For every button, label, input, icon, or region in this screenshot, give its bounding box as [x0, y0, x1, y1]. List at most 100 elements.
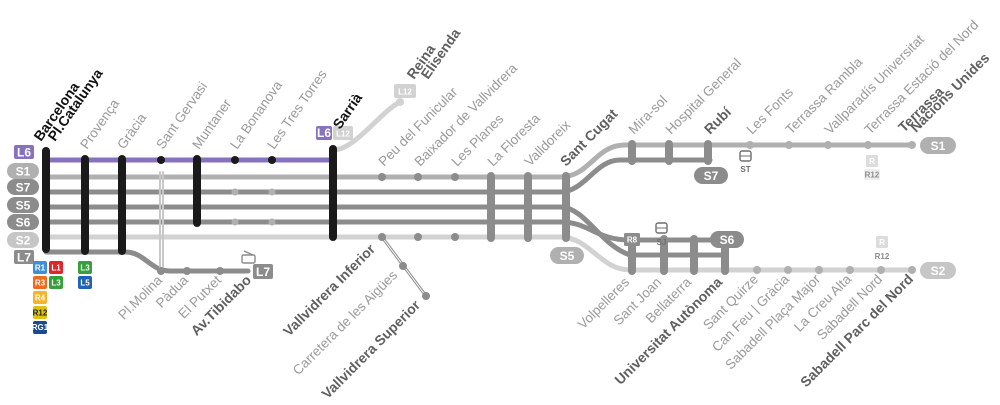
dot-les-fonts[interactable]	[746, 141, 754, 149]
label-terrassa-nu-2[interactable]: Nacions Unides	[907, 49, 993, 135]
label-vallvidrera-superior[interactable]: Vallvidrera Superior	[318, 296, 423, 401]
dot-can-feu[interactable]	[784, 266, 792, 274]
badge-s5-end[interactable]	[550, 247, 584, 264]
dot-les-planes[interactable]	[451, 173, 459, 181]
dot-reina-elisenda[interactable]	[396, 98, 404, 106]
transfer-l5-label: L5	[80, 279, 90, 288]
bar-muntaner[interactable]	[193, 155, 201, 227]
badge-l6-label: L6	[17, 146, 31, 160]
volpelleres-r8-badge[interactable]	[624, 233, 640, 246]
label-vallvidrera-inferior[interactable]: Vallvidrera Inferior	[280, 240, 379, 339]
transfer-r4[interactable]	[33, 291, 47, 304]
badge-s2-end-label: S2	[931, 264, 946, 278]
dot-vallvidrera-superior[interactable]	[422, 292, 430, 300]
transfer-l1-label: L1	[51, 264, 61, 273]
badge-l12-reina[interactable]	[394, 84, 416, 98]
dot-vallparadis[interactable]	[824, 141, 832, 149]
badge-s5[interactable]	[7, 197, 39, 213]
s2-track[interactable]	[43, 234, 915, 273]
badge-s1[interactable]	[7, 163, 39, 179]
l12-track[interactable]	[330, 99, 403, 153]
terrassa-r12-badge[interactable]	[864, 169, 880, 180]
bar-sant-joan[interactable]	[660, 235, 668, 275]
dot-sant-gervasi[interactable]	[157, 156, 165, 164]
dot-placa-major[interactable]	[815, 266, 823, 274]
bar-la-floresta[interactable]	[487, 172, 495, 242]
badge-s6[interactable]	[7, 214, 39, 230]
transfer-r12[interactable]	[33, 306, 47, 319]
bar-sant-cugat[interactable]	[562, 172, 570, 242]
label-gracia[interactable]: Gràcia	[114, 110, 149, 152]
bar-bellaterra[interactable]	[690, 235, 698, 275]
transfer-l1[interactable]	[49, 261, 63, 274]
label-mira-sol[interactable]: Mira-sol	[626, 93, 671, 138]
badge-l6-sarria-label: L6	[317, 126, 331, 140]
bus-icon-sant-joan	[655, 222, 668, 234]
badge-s2-label: S2	[16, 234, 31, 248]
dot-la-bonanova[interactable]	[231, 156, 239, 164]
terrassa-r-badge[interactable]	[866, 155, 878, 167]
s5-track[interactable]	[43, 204, 728, 258]
dot-peu-funicular[interactable]	[378, 173, 386, 181]
badge-s2-end[interactable]	[920, 262, 956, 279]
bar-sarria[interactable]	[329, 145, 337, 241]
transfer-l5[interactable]	[78, 276, 92, 289]
transfer-r1[interactable]	[33, 261, 47, 274]
sabadell-r12-label: R12	[875, 252, 890, 261]
transfer-l3-label: L3	[80, 264, 90, 273]
dot-les-tres-torres[interactable]	[268, 156, 276, 164]
badge-l7-end[interactable]	[253, 264, 273, 279]
dot-terrassa-nu[interactable]	[908, 141, 916, 149]
bar-valldoreix[interactable]	[524, 172, 532, 242]
transfer-r3[interactable]	[33, 276, 47, 289]
badge-l12-sarria[interactable]	[333, 126, 353, 140]
dot-el-putxet[interactable]	[216, 267, 224, 275]
bar-barcelona[interactable]	[42, 147, 50, 253]
transfer-badges: R1 L1 L3 R3 L3 L5 R4 R12 RG1	[32, 261, 92, 334]
dot-tres-torres-s7	[268, 188, 276, 196]
bar-mira-sol[interactable]	[628, 140, 636, 165]
badge-s7-end-label: S7	[704, 169, 719, 183]
badge-l7[interactable]	[14, 250, 34, 264]
bar-hospital-general[interactable]	[665, 140, 673, 165]
dot-terrassa-nord[interactable]	[864, 141, 872, 149]
station-dots	[157, 98, 916, 300]
transfer-rg1[interactable]	[33, 321, 47, 334]
line-badges-left: L6 S1 S7 S5 S6 S2 L7	[7, 145, 39, 265]
label-sarria[interactable]: Sarrià	[329, 90, 365, 132]
badge-s6-end[interactable]	[710, 231, 744, 248]
label-rubi[interactable]: Rubí	[701, 103, 735, 137]
bar-gracia[interactable]	[118, 155, 126, 255]
dot-sant-quirze[interactable]	[753, 266, 761, 274]
dot-peu-funicular-s2	[378, 233, 386, 241]
bar-provenca[interactable]	[81, 155, 89, 255]
badge-s1-end[interactable]	[920, 137, 956, 154]
dot-carretera-aigues[interactable]	[399, 262, 407, 270]
sant-joan-sj-label: SJ	[657, 238, 667, 247]
dot-sabadell-nord[interactable]	[877, 266, 885, 274]
dot-padua[interactable]	[183, 267, 191, 275]
transfer-l3[interactable]	[78, 261, 92, 274]
rubi-st-label: ST	[740, 165, 750, 174]
dot-terrassa-rambla[interactable]	[785, 141, 793, 149]
bar-rubi[interactable]	[704, 140, 712, 165]
dot-les-planes-s2	[451, 233, 459, 241]
sabadell-r-label: R	[879, 238, 885, 247]
dot-creu-alta[interactable]	[846, 266, 854, 274]
badge-l6-sarria[interactable]	[316, 126, 332, 140]
transfer-rg1-label: RG1	[32, 323, 49, 332]
badge-s2[interactable]	[7, 232, 39, 248]
badge-s7-end[interactable]	[694, 167, 728, 184]
badge-s7[interactable]	[7, 179, 39, 195]
transfer-l3b[interactable]	[49, 276, 63, 289]
sabadell-r-badge[interactable]	[876, 236, 888, 248]
dot-pl-molina[interactable]	[157, 267, 165, 275]
badge-l6[interactable]	[14, 145, 34, 159]
dot-baixador[interactable]	[414, 173, 422, 181]
dot-parc-del-nord[interactable]	[908, 266, 916, 274]
badge-l12-reina-label: L12	[398, 88, 412, 97]
badge-s6-label: S6	[16, 216, 31, 230]
transfer-l3b-label: L3	[51, 279, 61, 288]
dot-baixador-s2	[414, 233, 422, 241]
